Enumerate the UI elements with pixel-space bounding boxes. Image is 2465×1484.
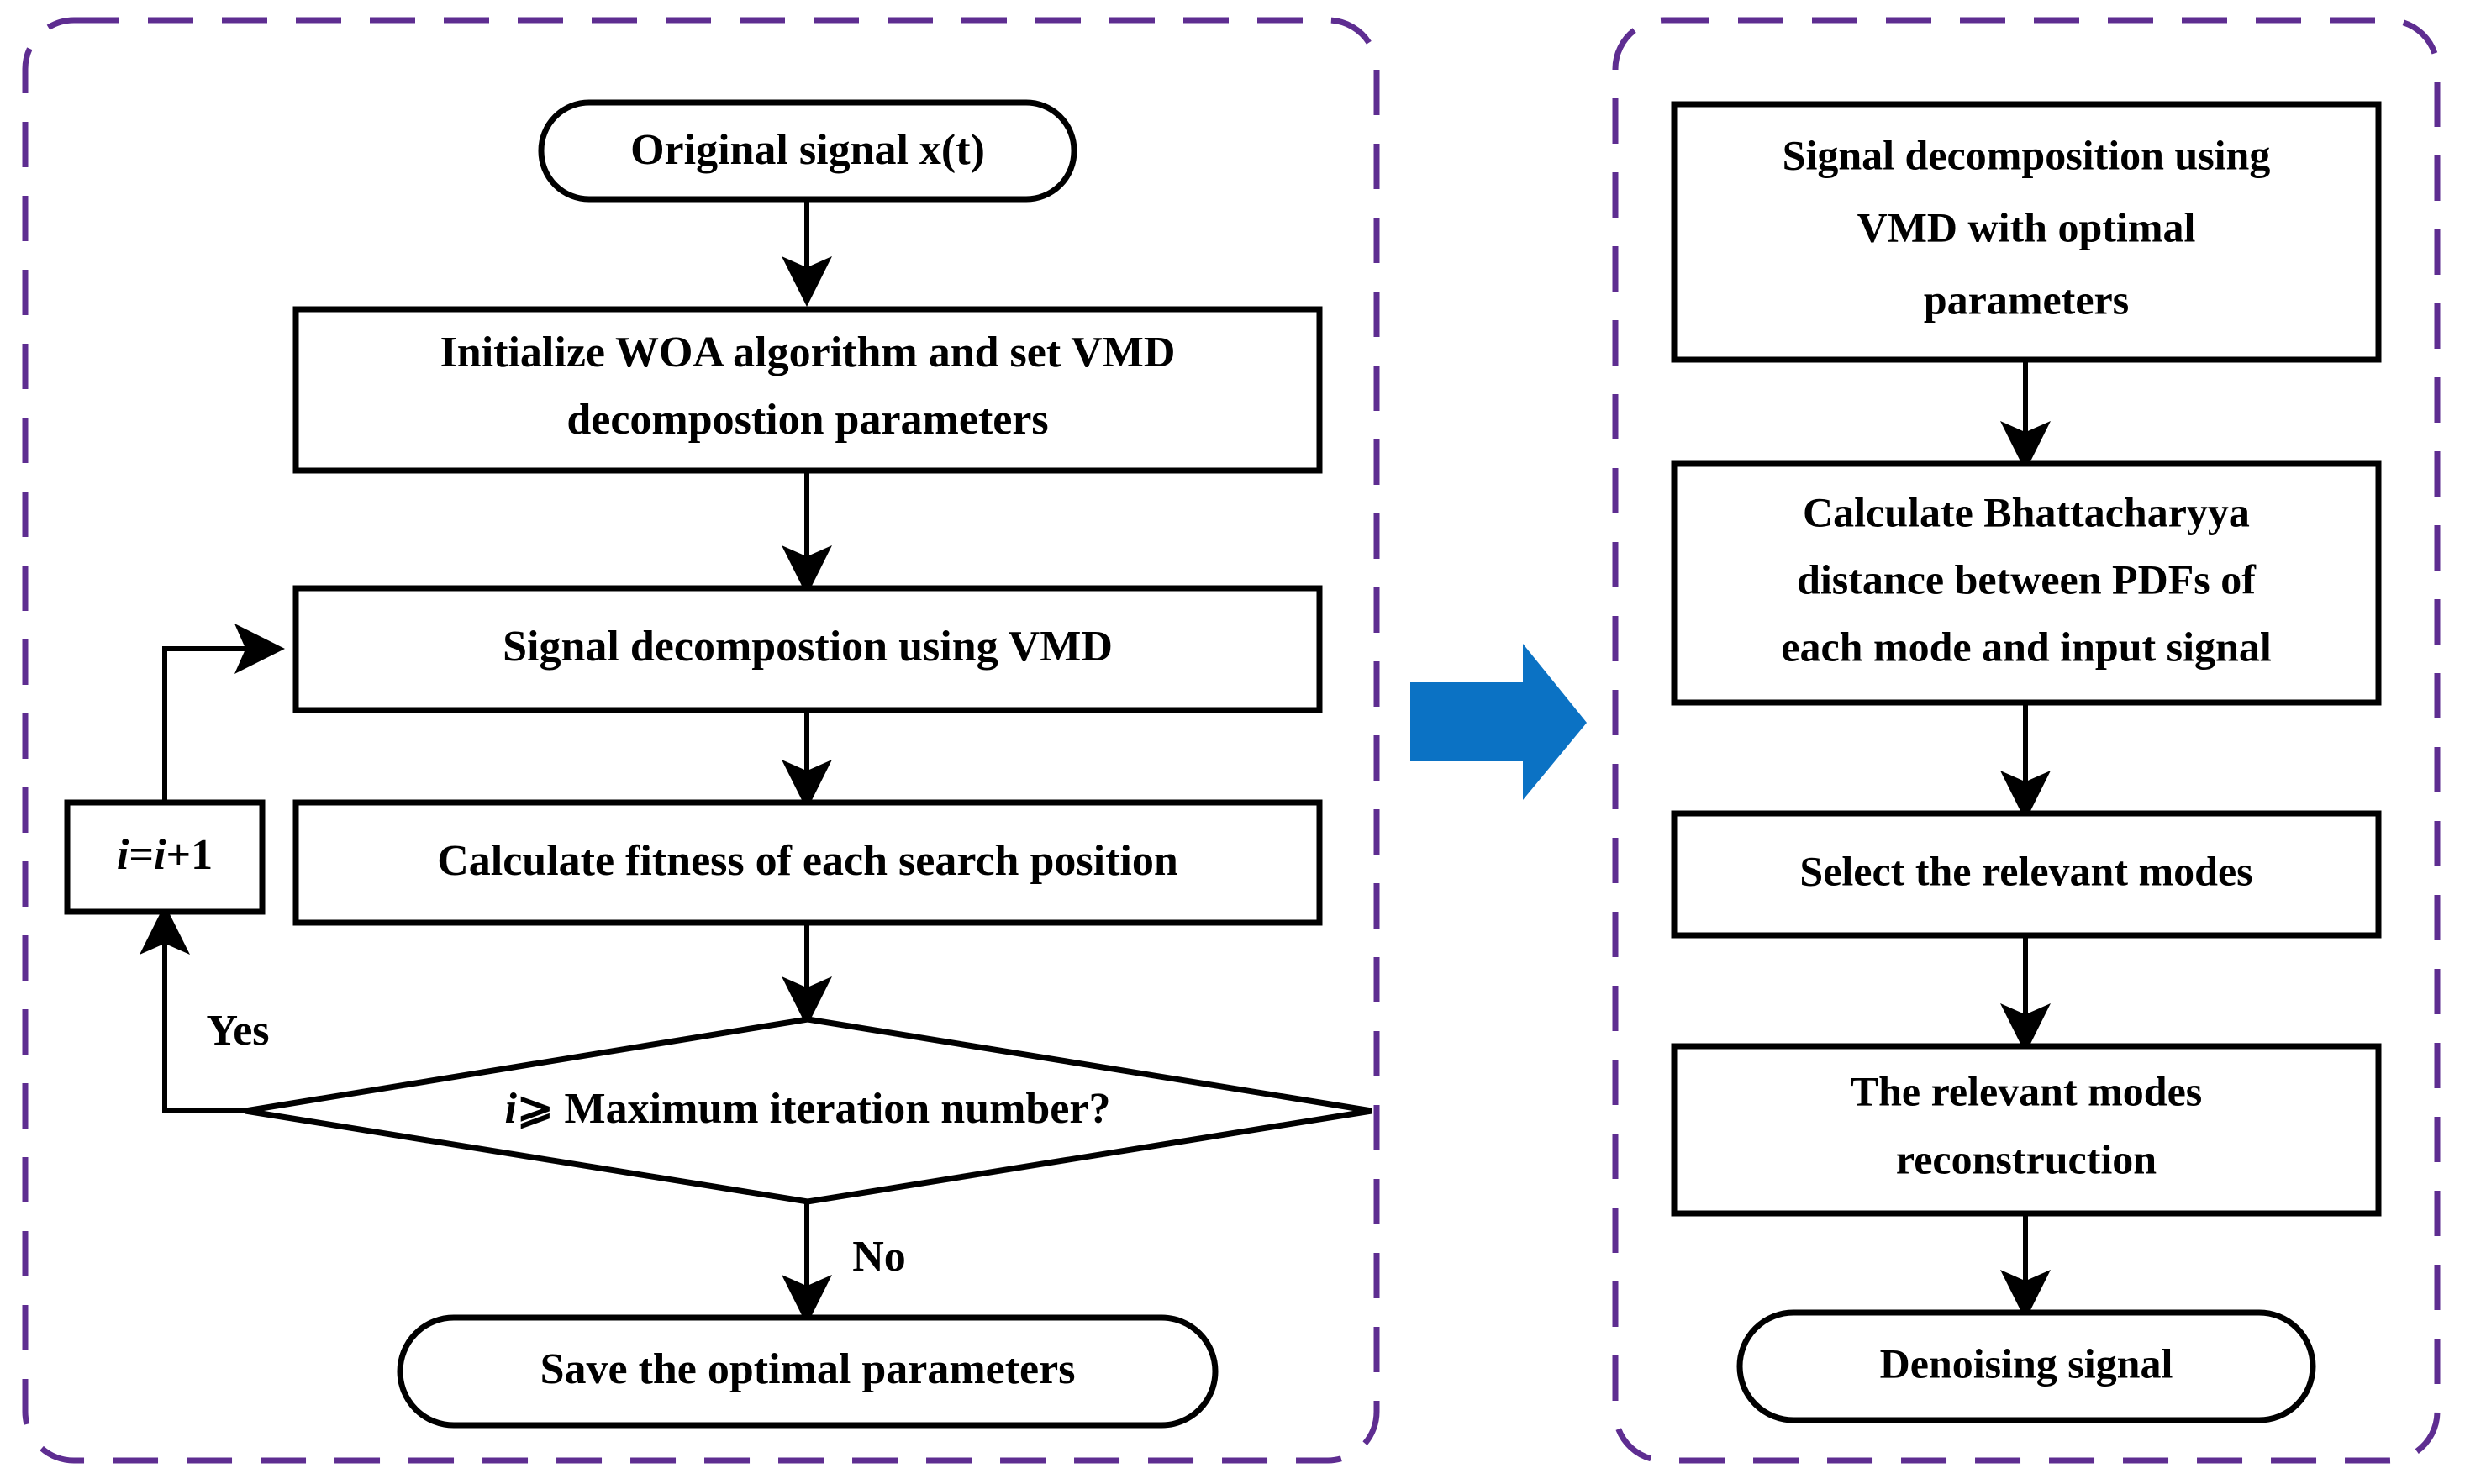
node-increment-counter[interactable] — [64, 799, 266, 915]
node-select-relevant-modes[interactable] — [1671, 810, 2382, 939]
node-vmd-optimal-parameters-label-line2: VMD with optimal — [1857, 203, 2196, 250]
node-signal-decomposition-vmd-label: Signal decompostion using VMD — [503, 623, 1113, 671]
node-modes-reconstruction[interactable] — [1671, 1043, 2382, 1217]
node-denoising-signal[interactable] — [1736, 1309, 2316, 1423]
node-select-relevant-modes-label: Select the relevant modes — [1799, 847, 2252, 894]
connector-increment-to-vmd — [162, 624, 285, 803]
node-bhattacharyya-distance-label-line3: each mode and input signal — [1781, 623, 2272, 670]
node-vmd-optimal-parameters[interactable] — [1671, 101, 2382, 363]
node-bhattacharyya-distance-label-line2: distance between PDFs of — [1797, 555, 2257, 603]
node-initialize-woa[interactable] — [292, 306, 1323, 474]
node-bhattacharyya-distance-label-line1: Calculate Bhattacharyya — [1803, 488, 2250, 535]
node-calculate-fitness-label: Calculate fitness of each search positio… — [437, 837, 1178, 885]
node-original-signal-label: Original signal x(t) — [630, 126, 985, 174]
node-signal-decomposition-vmd[interactable] — [292, 585, 1323, 713]
node-modes-reconstruction-label-line2: reconstruction — [1896, 1135, 2157, 1182]
node-bhattacharyya-distance[interactable] — [1671, 460, 2382, 706]
node-save-optimal-parameters[interactable] — [397, 1314, 1219, 1429]
node-denoising-signal-label: Denoising signal — [1880, 1339, 2173, 1387]
node-original-signal[interactable] — [538, 99, 1077, 203]
node-vmd-optimal-parameters-label-line1: Signal decomposition using — [1783, 131, 2271, 178]
node-initialize-woa-label-line1: Initialize WOA algorithm and set VMD — [440, 329, 1176, 376]
node-vmd-optimal-parameters-label-line3: parameters — [1924, 276, 2129, 323]
node-increment-counter-label: i=i+1 — [117, 831, 213, 879]
node-max-iteration-decision-label: i⩾ Maximum iteration number? — [505, 1085, 1111, 1133]
node-modes-reconstruction-label-line1: The relevant modes — [1851, 1067, 2202, 1114]
node-max-iteration-decision[interactable] — [245, 1016, 1372, 1205]
edge-label-yes: Yes — [206, 1007, 269, 1055]
edge-label-no: No — [852, 1233, 906, 1281]
node-calculate-fitness[interactable] — [292, 799, 1323, 926]
left-panel-border — [22, 17, 1380, 1464]
node-save-optimal-parameters-label: Save the optimal parameters — [540, 1345, 1076, 1393]
node-initialize-woa-label-line2: decompostion parameters — [566, 396, 1048, 444]
panel-transition-arrow — [1410, 644, 1587, 800]
